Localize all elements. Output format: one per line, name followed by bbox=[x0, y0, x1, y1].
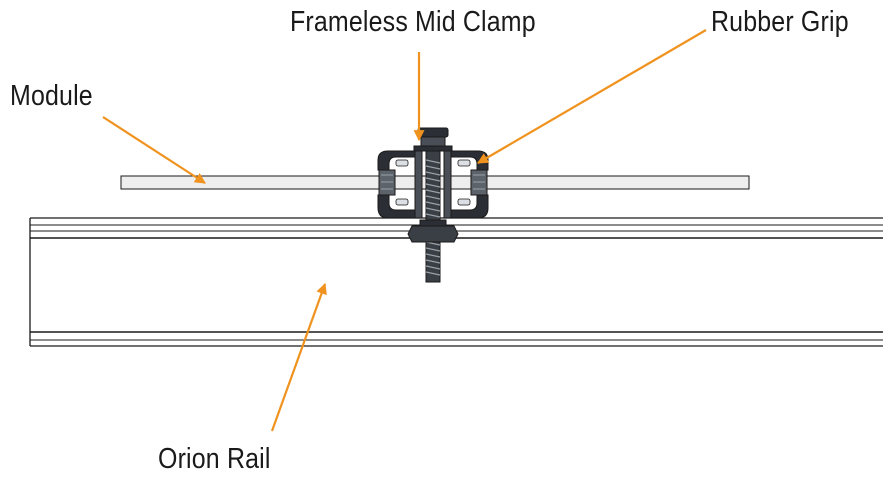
label-frameless-mid-clamp: Frameless Mid Clamp bbox=[290, 6, 536, 38]
arrow-rubber-grip bbox=[477, 29, 707, 164]
orion-rail bbox=[29, 217, 883, 347]
callout-arrows bbox=[102, 29, 707, 432]
label-module: Module bbox=[10, 80, 93, 112]
label-orion-rail: Orion Rail bbox=[158, 443, 271, 475]
arrow-orion-rail bbox=[270, 282, 327, 432]
arrow-module bbox=[102, 116, 206, 184]
label-rubber-grip: Rubber Grip bbox=[711, 6, 849, 38]
